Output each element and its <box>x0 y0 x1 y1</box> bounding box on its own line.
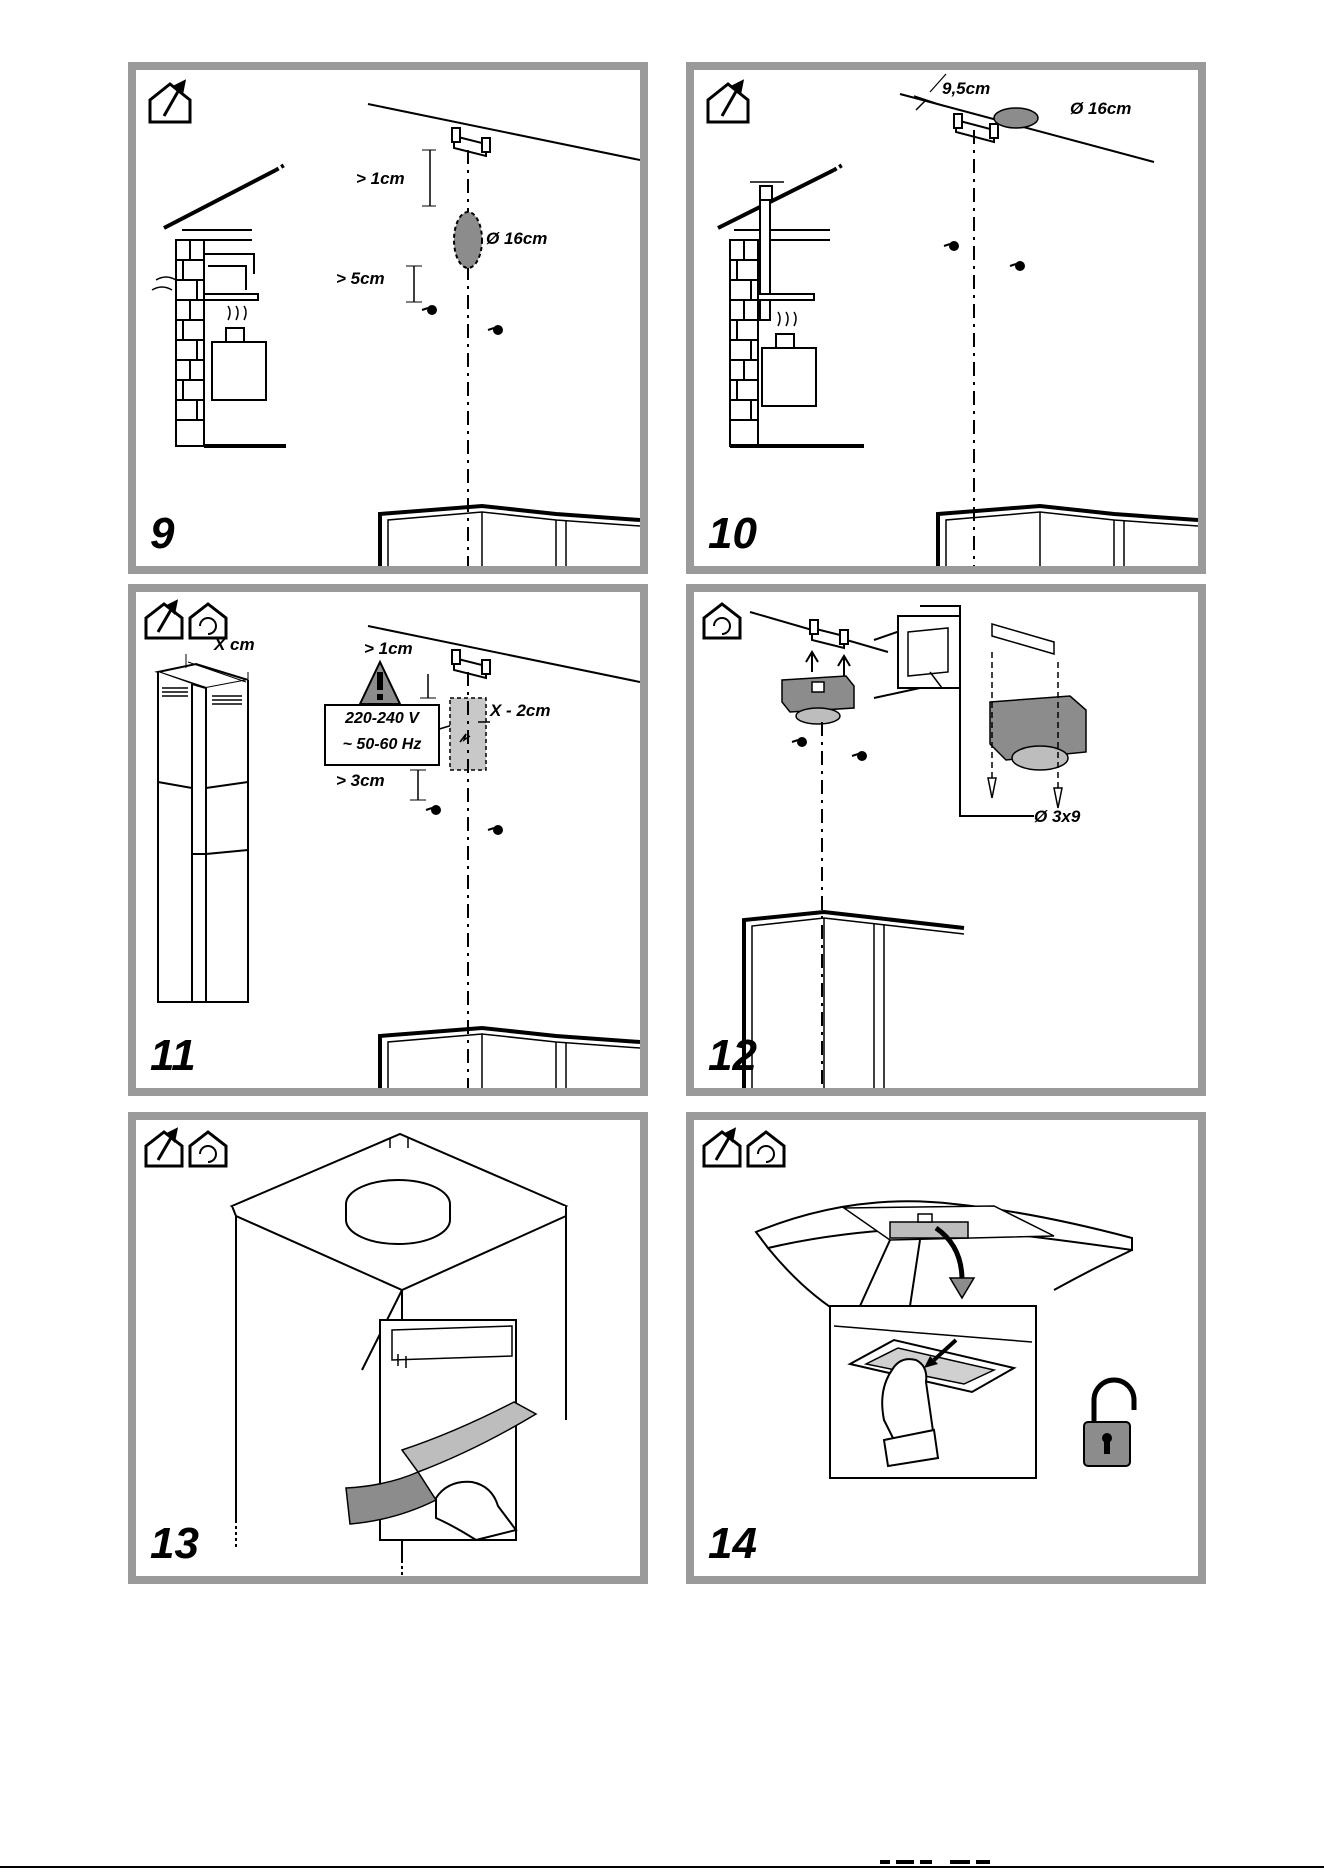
voltage-warning-box: 220-240 V ~ 50-60 Hz <box>324 704 440 766</box>
wall-screw <box>422 305 437 315</box>
recirculation-icon <box>190 604 226 638</box>
step-number: 10 <box>708 512 757 556</box>
kitchen-cabinets <box>380 506 640 566</box>
kitchen-cabinets <box>938 506 1198 566</box>
label-duct-diameter: Ø 16cm <box>486 230 547 247</box>
step-10-illustration <box>694 70 1198 566</box>
wall-screw <box>852 751 867 761</box>
ceiling-bracket <box>452 650 490 678</box>
ducted-extraction-icon <box>146 602 182 638</box>
step-number: 12 <box>708 1034 757 1078</box>
step-14-illustration <box>694 1120 1198 1576</box>
label-min-gap-top: > 1cm <box>356 170 405 187</box>
step-number: 13 <box>150 1522 199 1566</box>
step-number: 9 <box>150 512 174 556</box>
label-zone-width: X - 2cm <box>490 702 550 719</box>
ducted-extraction-icon <box>150 82 190 122</box>
recirculation-icon <box>190 1132 226 1166</box>
label-chimney-width: X cm <box>214 636 255 653</box>
warning-triangle-icon <box>360 662 400 704</box>
step-13-illustration <box>136 1120 640 1576</box>
wall-screw <box>488 325 503 335</box>
wall-screw <box>426 805 441 815</box>
panel-step-9: > 1cm Ø 16cm > 5cm 9 <box>128 62 648 574</box>
ceiling-bracket <box>810 620 848 648</box>
recirculation-icon <box>704 604 740 638</box>
label-min-gap-top: > 1cm <box>364 640 413 657</box>
ducted-extraction-icon <box>704 1130 740 1166</box>
detail-callout <box>874 606 1086 816</box>
panel-step-14: 14 <box>686 1112 1206 1584</box>
step-9-illustration <box>136 70 640 566</box>
recirculation-icon <box>748 1132 784 1166</box>
step-12-illustration <box>694 592 1198 1088</box>
wall-screw <box>944 241 959 251</box>
wall-screw <box>488 825 503 835</box>
label-min-gap-low: > 3cm <box>336 772 385 789</box>
kitchen-cabinets <box>380 1028 640 1088</box>
label-screw-size: Ø 3x9 <box>1034 808 1080 825</box>
page-footer-rule <box>0 1866 1324 1868</box>
air-deflector <box>782 676 854 724</box>
step-number: 11 <box>150 1034 196 1078</box>
panel-step-12: Ø 3x9 12 <box>686 584 1206 1096</box>
wall-screw <box>792 737 807 747</box>
label-duct-diameter: Ø 16cm <box>1070 100 1131 117</box>
step-11-illustration <box>136 592 640 1088</box>
step-number: 14 <box>708 1522 757 1566</box>
duct-hole <box>994 108 1038 128</box>
ducted-extraction-icon <box>708 82 748 122</box>
panel-step-11: X cm 220-240 V ~ 50-60 Hz > 1cm X - 2cm … <box>128 584 648 1096</box>
panel-step-13: 13 <box>128 1112 648 1584</box>
frequency-value: ~ 50-60 Hz <box>326 732 438 758</box>
kitchen-cabinets <box>744 912 964 1088</box>
footer-marks <box>880 1858 1000 1866</box>
unlocked-padlock-icon <box>1084 1380 1134 1466</box>
label-bracket-width: 9,5cm <box>942 80 990 97</box>
label-min-gap-low: > 5cm <box>336 270 385 287</box>
ducted-extraction-icon <box>146 1130 182 1166</box>
house-section <box>718 164 864 446</box>
duct-hole <box>454 212 482 268</box>
wall-screw <box>1010 261 1025 271</box>
panel-step-10: 9,5cm Ø 16cm 10 <box>686 62 1206 574</box>
chimney-cover <box>158 664 248 1002</box>
house-section <box>152 164 286 446</box>
hood-glass-canopy <box>756 1201 1132 1316</box>
ceiling-bracket <box>452 128 490 156</box>
voltage-value: 220-240 V <box>326 706 438 732</box>
